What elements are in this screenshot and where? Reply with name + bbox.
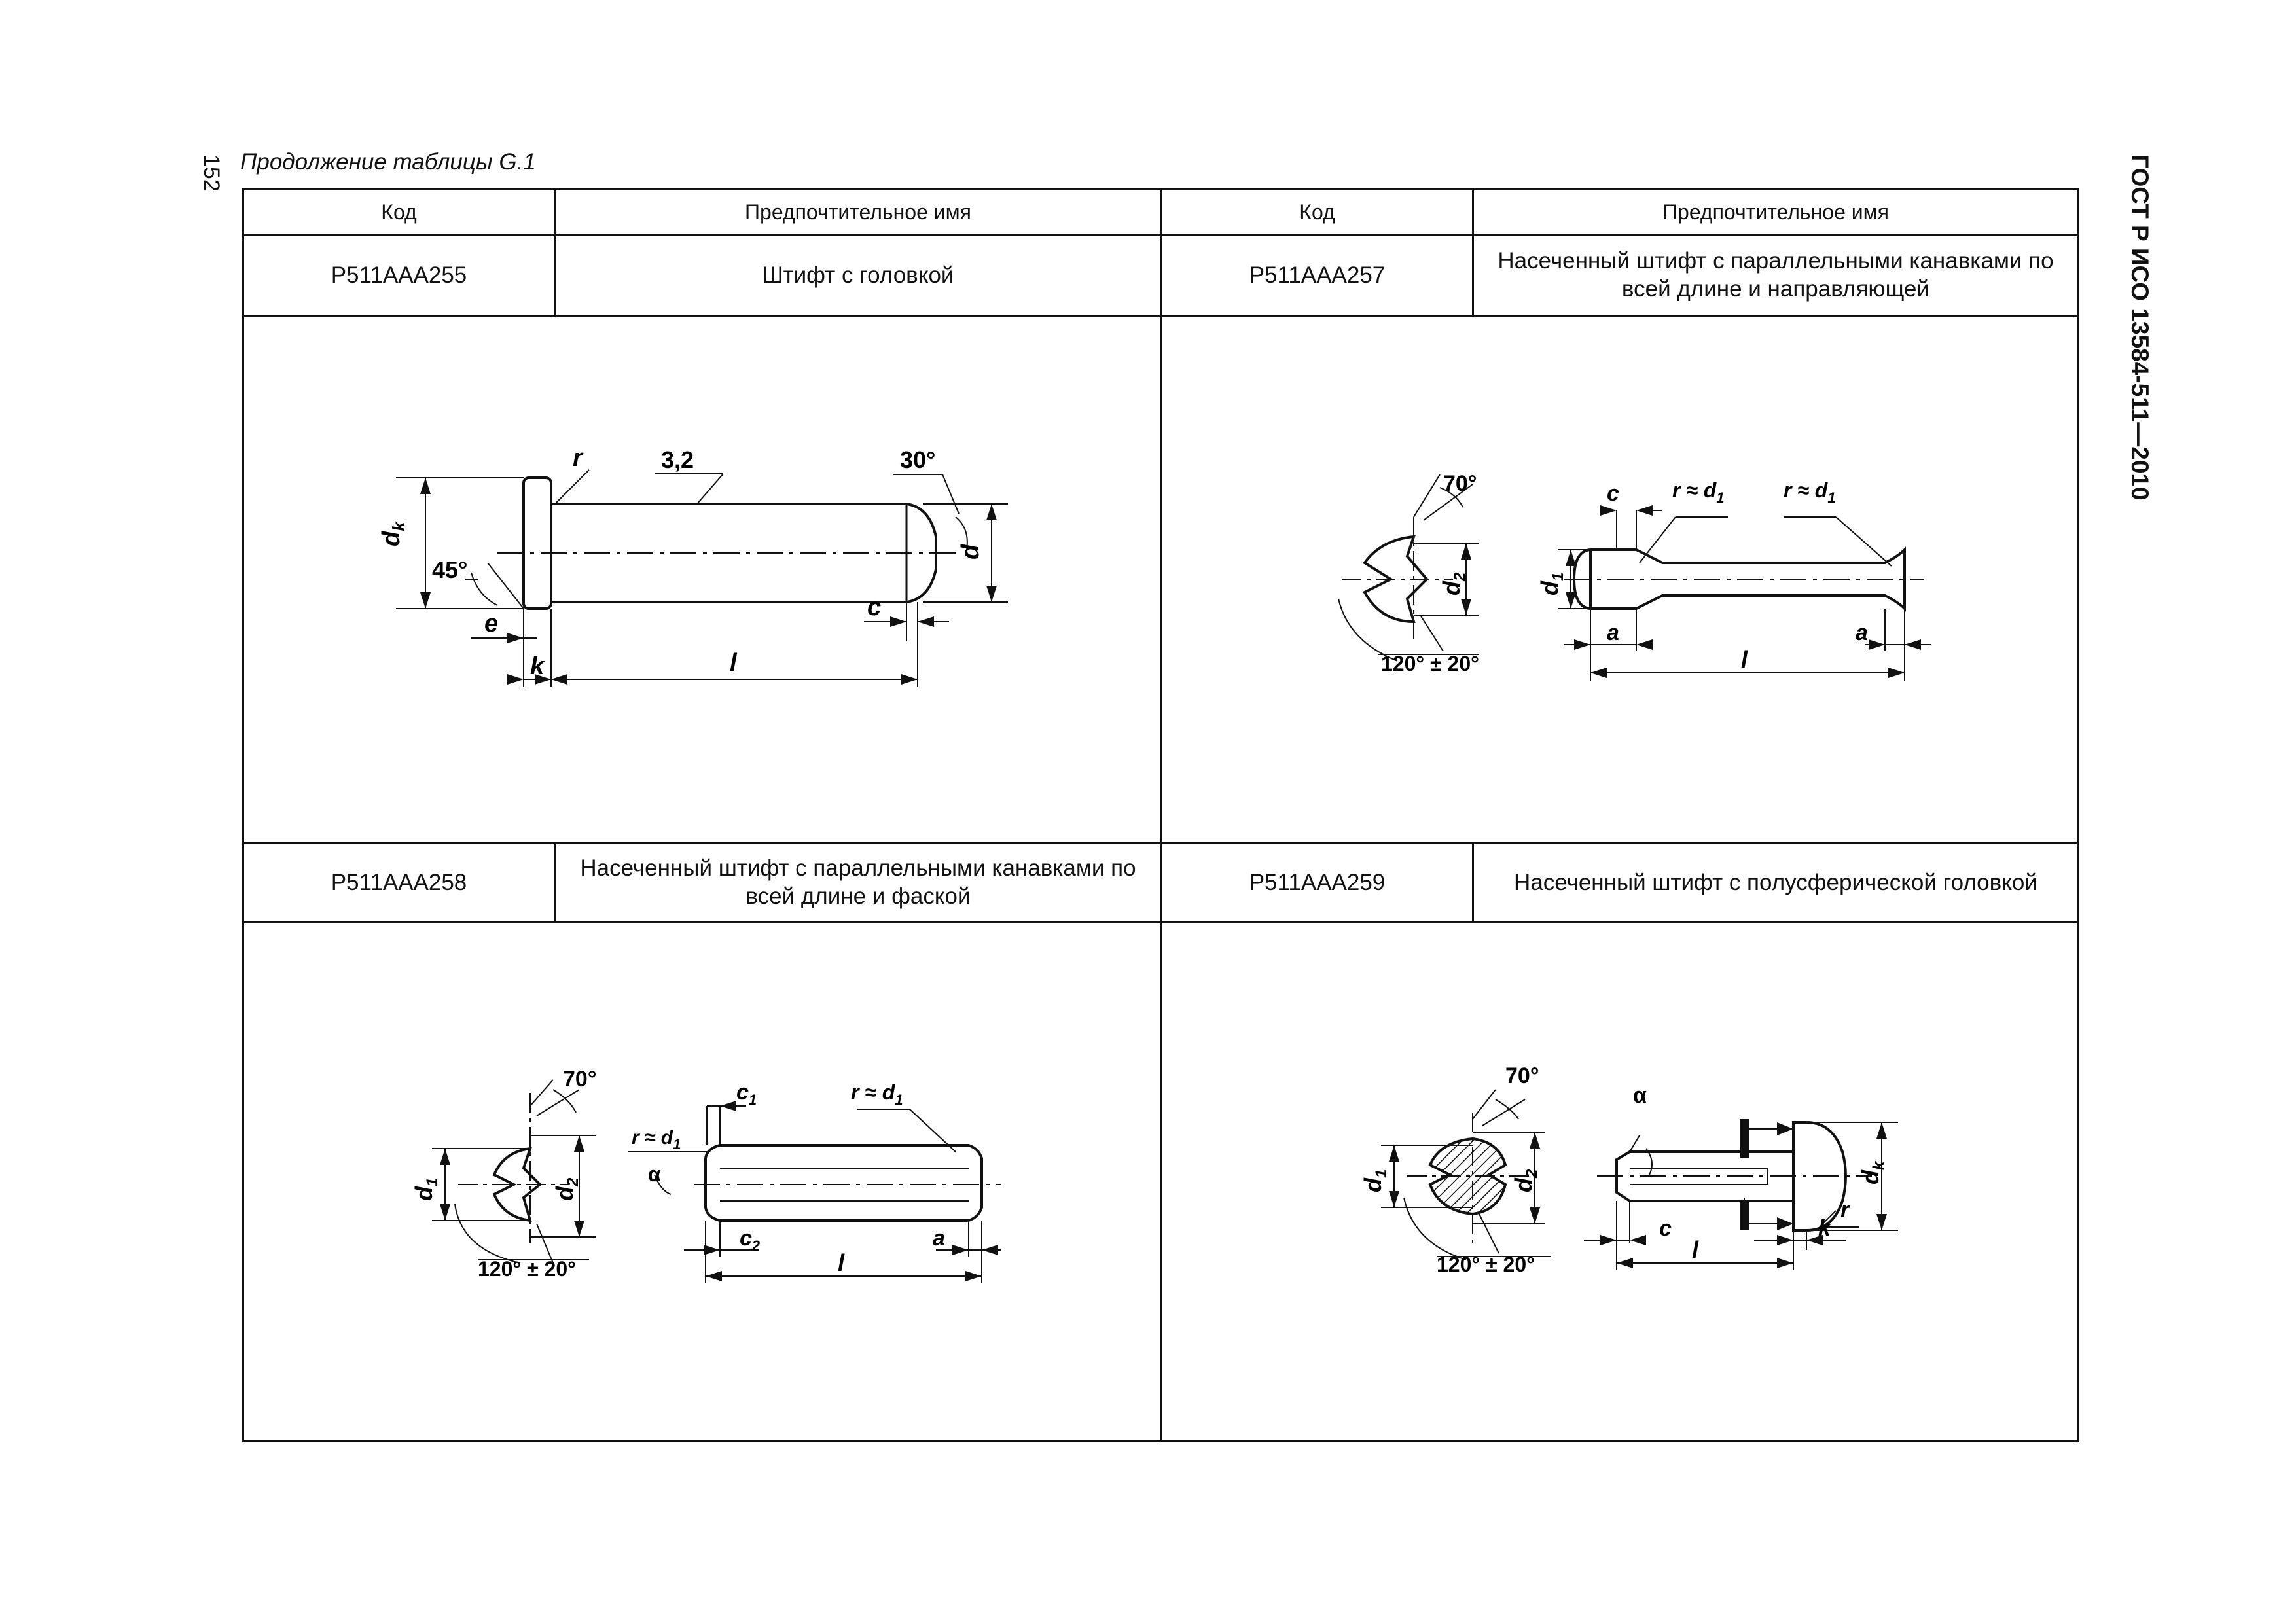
angle-70: 70° xyxy=(1443,471,1477,496)
dim-c1: c1 xyxy=(736,1080,757,1108)
drawing-grooved-pin-round-head: 70° d1 d2 120° ± 20° α dk r c k l xyxy=(1359,1063,1898,1276)
column-divider xyxy=(554,190,556,315)
head-angle: 45° xyxy=(432,556,467,583)
angle-120: 120° ± 20° xyxy=(1437,1253,1535,1276)
dim-d2: d2 xyxy=(551,1177,582,1201)
cell-code: P511AAA255 xyxy=(331,262,467,288)
dim-d: d xyxy=(957,544,984,560)
header-code: Код xyxy=(381,200,417,224)
dim-a: a xyxy=(933,1226,945,1251)
column-divider xyxy=(554,842,556,921)
roughness-value: 3,2 xyxy=(661,446,694,473)
dim-dk: dk xyxy=(378,521,408,546)
angle-120: 120° ± 20° xyxy=(1381,652,1479,675)
cell-name: Насеченный штифт с параллельными канавка… xyxy=(1498,248,2054,302)
page-number: 152 xyxy=(199,154,224,192)
cell-code: P511AAA258 xyxy=(331,869,467,895)
dim-k: k xyxy=(1818,1216,1832,1241)
dim-c: c xyxy=(1607,481,1619,506)
dim-d1: d1 xyxy=(1536,573,1567,596)
dim-r: r xyxy=(573,444,584,472)
dim-l: l xyxy=(1692,1236,1699,1263)
document-designation: ГОСТ Р ИСО 13584-511—2010 xyxy=(2126,154,2153,501)
dim-l: l xyxy=(1741,646,1748,673)
dim-a-right: a xyxy=(1856,620,1868,645)
dim-r-right: r ≈ d1 xyxy=(851,1080,903,1108)
dim-l: l xyxy=(838,1249,845,1276)
angle-120: 120° ± 20° xyxy=(478,1257,576,1281)
angle-70: 70° xyxy=(1505,1063,1539,1088)
drawing-grooved-pin-guide: 70° d2 120° ± 20° d1 c r ≈ d1 r ≈ d1 a a… xyxy=(1338,471,1931,681)
dim-d1: d1 xyxy=(410,1178,441,1201)
drawing-headed-pin: dk r 3,2 30° d 45° e c k l xyxy=(378,444,1008,687)
cell-code: P511AAA259 xyxy=(1249,869,1386,895)
dim-c: c xyxy=(1659,1216,1672,1241)
drawing-grooved-pin-chamfer: 70° d1 d2 120° ± 20° r ≈ d1 α c1 r ≈ d1 … xyxy=(410,1067,1001,1283)
dim-d2: d2 xyxy=(1510,1169,1541,1192)
dim-e: e xyxy=(484,610,498,637)
cell-name: Штифт с головкой xyxy=(762,262,954,288)
dim-d2: d2 xyxy=(1438,572,1469,596)
dim-c: c xyxy=(867,594,881,621)
table-continuation-caption: Продолжение таблицы G.1 xyxy=(240,149,536,175)
dim-r-left: r ≈ d1 xyxy=(1672,478,1725,506)
angle-alpha: α xyxy=(1633,1083,1647,1108)
header-preferred-name: Предпочтительное имя xyxy=(745,200,971,224)
angle-70: 70° xyxy=(563,1067,596,1092)
cell-name: Насеченный штифт с полусферической голов… xyxy=(1514,869,2037,895)
dim-d1: d1 xyxy=(1359,1169,1390,1192)
header-preferred-name: Предпочтительное имя xyxy=(1662,200,1889,224)
angle-alpha: α xyxy=(648,1162,661,1186)
dim-dk: dk xyxy=(1857,1160,1888,1185)
dim-c2: c2 xyxy=(740,1226,761,1254)
column-divider xyxy=(1160,190,1162,1440)
table-g1: Код Предпочтительное имя Код Предпочтите… xyxy=(242,188,2079,1442)
dim-k: k xyxy=(530,652,545,680)
dim-l: l xyxy=(730,649,738,677)
column-divider xyxy=(1472,842,1474,921)
chamfer-angle: 30° xyxy=(900,446,935,473)
column-divider xyxy=(1472,190,1474,315)
dim-r-left: r ≈ d1 xyxy=(632,1127,681,1152)
header-code: Код xyxy=(1299,200,1335,224)
cell-name: Насеченный штифт с параллельными канавка… xyxy=(580,855,1136,909)
dim-r: r xyxy=(1840,1198,1850,1222)
cell-code: P511AAA257 xyxy=(1249,262,1386,288)
dim-a-left: a xyxy=(1607,620,1619,645)
dim-r-right: r ≈ d1 xyxy=(1784,478,1836,506)
